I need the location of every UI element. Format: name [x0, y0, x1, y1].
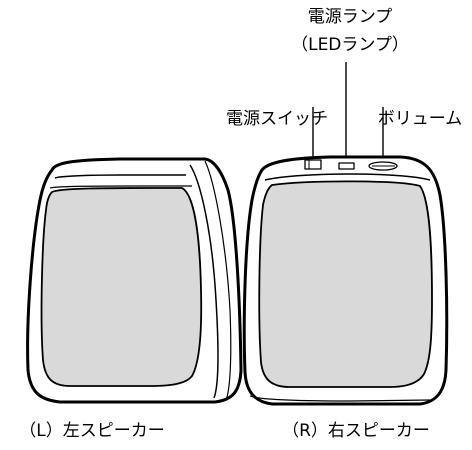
right-speaker [242, 155, 449, 406]
left-speaker-side-edge-2 [204, 160, 232, 401]
left-speaker [26, 157, 243, 404]
power-lamp-led [338, 162, 355, 170]
power-lamp-label: 電源ランプ [308, 7, 393, 27]
left-speaker-side-edge [189, 164, 219, 399]
left-speaker-caption: （L）左スピーカー [19, 421, 164, 441]
right-speaker-caption: （R）右スピーカー [282, 421, 430, 441]
right-speaker-top-rim [264, 173, 431, 181]
left-speaker-grille [40, 187, 203, 387]
left-speaker-top-rim-2 [49, 185, 192, 189]
power-lamp-led-label: （LEDランプ） [291, 35, 409, 55]
volume-label: ボリューム [378, 109, 463, 129]
leader-lines [312, 62, 384, 167]
left-speaker-top-rim [54, 174, 186, 179]
power-switch-label: 電源スイッチ [226, 109, 328, 129]
power-switch-knob [304, 159, 322, 170]
right-speaker-grille [258, 180, 433, 388]
right-speaker-base [249, 395, 431, 402]
